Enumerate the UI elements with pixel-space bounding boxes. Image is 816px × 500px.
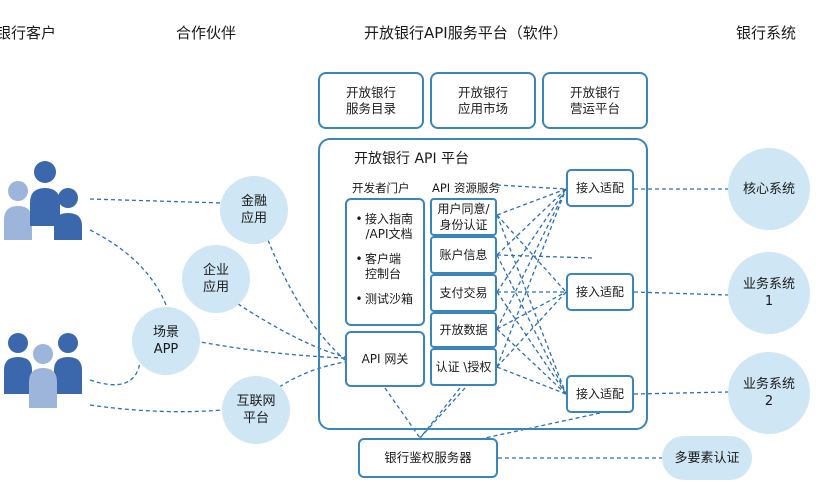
box-label: 服务目录 [345, 100, 396, 116]
partner-label: 应用 [240, 211, 267, 226]
box-label: 开放银行 [457, 84, 508, 100]
item-label: /API文档 [365, 227, 413, 241]
box-label: 开放银行 [569, 84, 620, 100]
dev-portal-item: • 客户端控制台 [355, 252, 402, 281]
dev-portal-box: • 接入指南/API文档 • 客户端控制台 • 测试沙箱 [345, 198, 425, 326]
core-system: 核心系统 [728, 148, 810, 230]
partner-label: 应用 [202, 280, 229, 295]
header-bank-customers: 银行客户 [0, 24, 57, 42]
dev-portal-item: • 接入指南/API文档 [355, 212, 414, 241]
partner-scenario-app: 场景 APP [132, 307, 200, 375]
system-label: 业务系统 [742, 377, 795, 392]
partner-enterprise-app: 企业应用 [182, 245, 250, 313]
adapter-box-3: 接入适配 [566, 375, 634, 413]
mfa-oval: 多要素认证 [662, 436, 752, 480]
system-label: 业务系统 [742, 277, 795, 292]
resource-authn-authz: 认证 \授权 [430, 348, 497, 386]
resource-payment: 支付交易 [430, 274, 497, 312]
operation-platform-box: 开放银行营运平台 [542, 72, 648, 129]
customer-group-icon [4, 333, 82, 408]
api-gateway-box: API 网关 [345, 331, 425, 387]
partner-internet-platform: 互联网平台 [222, 376, 290, 444]
item-label: 客户端 [365, 252, 402, 266]
item-label: 控制台 [365, 267, 402, 281]
system-label: 1 [764, 294, 774, 309]
auth-server-box: 银行鉴权服务器 [358, 438, 498, 478]
dev-portal-item: • 测试沙箱 [355, 292, 414, 306]
resource-service-title: API 资源服务 [432, 181, 500, 195]
partner-label: 金融 [240, 194, 267, 209]
app-market-box: 开放银行应用市场 [430, 72, 536, 129]
customer-group-icon [4, 161, 82, 240]
business-system-2: 业务系统 2 [728, 352, 810, 434]
header-bank-systems: 银行系统 [736, 24, 797, 42]
box-label: 开放银行 [345, 84, 396, 100]
partner-financial-app: 金融应用 [220, 176, 288, 244]
api-platform-container [318, 138, 648, 430]
partner-label: APP [153, 342, 179, 357]
header-platform: 开放银行API服务平台（软件） [364, 24, 568, 42]
business-system-1: 业务系统 1 [728, 252, 810, 334]
header-partners: 合作伙伴 [176, 24, 237, 42]
adapter-box-2: 接入适配 [566, 273, 634, 311]
item-label: 测试沙箱 [365, 292, 414, 306]
item-label: 用户同意/ [437, 202, 490, 216]
partner-label: 企业 [202, 263, 229, 278]
partner-label: 场景 [152, 325, 179, 340]
system-label: 2 [764, 394, 774, 409]
system-label: 核心系统 [742, 181, 795, 197]
partner-label: 互联网 [236, 394, 276, 409]
resource-open-data: 开放数据 [430, 312, 497, 348]
service-catalog-box: 开放银行服务目录 [318, 72, 424, 129]
dev-portal-title: 开发者门户 [352, 181, 410, 195]
item-label: 接入指南 [365, 212, 414, 226]
item-label: 身份认证 [439, 218, 488, 232]
box-label: 应用市场 [457, 100, 508, 116]
api-platform-title: 开放银行 API 平台 [354, 151, 470, 167]
resource-account-info: 账户信息 [430, 236, 497, 274]
partner-label: 平台 [242, 411, 269, 426]
adapter-box-1: 接入适配 [566, 169, 634, 207]
box-label: 营运平台 [569, 100, 620, 116]
resource-consent-auth: 用户同意/身份认证 [430, 198, 497, 236]
